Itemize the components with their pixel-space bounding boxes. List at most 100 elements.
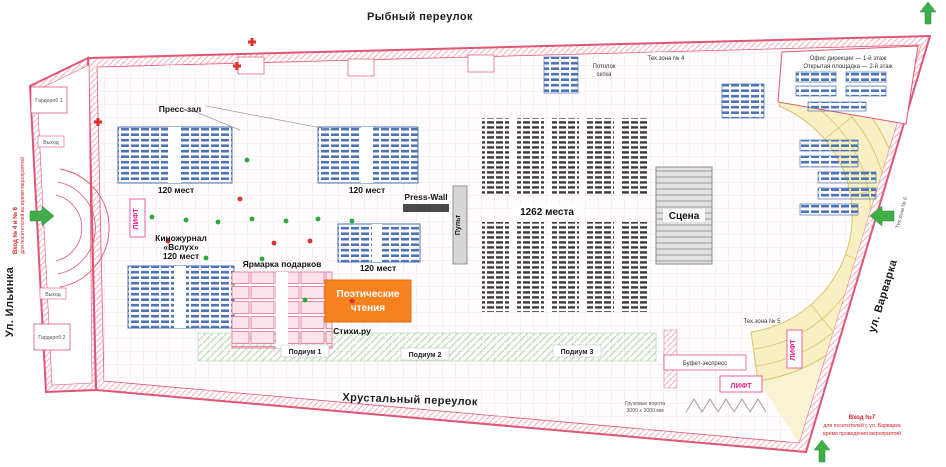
cargo-gate-line-1: Грузовые ворота xyxy=(625,401,666,407)
entrance-left-line-1: Вход № 4 и № 6 xyxy=(12,206,19,254)
balcony-table xyxy=(817,171,877,184)
office-label-1: Офис дирекции — 1-й этаж xyxy=(810,55,887,62)
marker-dot-green xyxy=(149,214,155,220)
marker-dot-red xyxy=(349,298,355,304)
lift-box-bottom xyxy=(719,375,763,393)
tech-zone-5-label: Тех.зона № 5 xyxy=(744,318,782,325)
rotunda-arc xyxy=(55,194,83,262)
press-block-2-aisle xyxy=(361,127,373,183)
entrance-left-line-2: для посетителей во время мероприятий xyxy=(19,157,26,254)
poetry-zone xyxy=(324,279,412,323)
seat-block xyxy=(517,118,544,194)
ceiling-label-2: сетка xyxy=(597,72,613,78)
stage-label: Сцена xyxy=(669,211,700,222)
marker-dot-green xyxy=(244,157,250,163)
ramp-zigzag xyxy=(685,398,767,413)
entrance-arrow-bottom-right-icon xyxy=(813,439,831,463)
seats120-label-2: 120 мест xyxy=(349,185,385,195)
office-table xyxy=(845,71,887,83)
cinema-seats-label: 120 мест xyxy=(163,251,199,261)
seat-block xyxy=(622,222,649,312)
lift-label-left: ЛИФТ xyxy=(131,208,140,230)
marker-dot-green xyxy=(283,218,289,224)
podium-3-label: Подиум 3 xyxy=(561,349,594,356)
entrance-right-line-2: для посетителей с ул. Варварка xyxy=(823,422,900,429)
stihi-label: Стихи.ру xyxy=(333,326,371,336)
balcony-table xyxy=(799,139,859,152)
podium-3-chip xyxy=(552,344,602,358)
exit-label-2: Выход xyxy=(45,292,61,298)
marker-dot-green xyxy=(349,218,355,224)
medical-cross-icon xyxy=(248,38,256,46)
entrance-rotunda xyxy=(55,168,110,288)
press-wall-structure xyxy=(403,204,449,212)
lift-label-bottom: ЛИФТ xyxy=(730,381,752,390)
seat-block xyxy=(552,118,579,194)
podium-2-chip xyxy=(400,347,450,361)
seat-block xyxy=(587,118,614,194)
main-seats-label: 1262 места xyxy=(520,207,574,218)
exit-box-2 xyxy=(39,287,67,300)
marker-dot-green xyxy=(259,256,265,262)
press-hall-leader xyxy=(195,111,241,131)
exit-box-1 xyxy=(37,135,65,148)
entrance-arrow-top-right-icon xyxy=(919,1,937,25)
fair-aisle xyxy=(276,272,288,348)
balcony-table xyxy=(799,155,859,168)
press-hall-leader xyxy=(205,105,333,131)
stage-label-chip xyxy=(663,209,705,222)
marker-dot-green xyxy=(215,219,221,225)
street-top: Рыбный переулок xyxy=(367,11,473,23)
marker-dot-red xyxy=(307,238,313,244)
seat-block xyxy=(482,222,509,312)
seat-block xyxy=(622,118,649,194)
entrance-right-line-3: время проведения мероприятий xyxy=(823,430,901,437)
wardrobe-1-box xyxy=(30,86,68,114)
ceiling-label-1: Потолок xyxy=(593,64,616,70)
lift-box-left xyxy=(129,198,146,238)
street-right: ул. Варварка xyxy=(866,258,900,334)
office-table xyxy=(807,101,867,112)
seat-block xyxy=(587,222,614,312)
street-bottom: Хрустальный переулок xyxy=(342,392,478,409)
office-annex xyxy=(777,45,919,125)
tech-room xyxy=(237,56,265,75)
marker-dot-green xyxy=(302,297,308,303)
seat-block xyxy=(482,118,509,194)
entrance-right-line-1: Вход №7 xyxy=(849,414,876,421)
lift-box-right xyxy=(786,329,803,369)
marker-dot-green xyxy=(183,217,189,223)
exit-label-1: Выход xyxy=(43,140,59,146)
rotunda-arc xyxy=(57,181,96,275)
tech-zone-6-label: Тех.зона № 6 xyxy=(895,196,909,229)
street-left: Ул. Ильинка xyxy=(4,266,16,337)
main-seating xyxy=(482,118,649,312)
buffet-label: Буфет-экспресс xyxy=(683,361,727,367)
medical-cross-icon xyxy=(94,118,102,126)
cinema-block-aisle xyxy=(174,266,186,328)
office-table xyxy=(795,85,837,97)
podium-2-label: Подиум 2 xyxy=(409,352,442,359)
entrance-arrow-right-icon xyxy=(869,205,895,227)
entrance-left-text: Вход № 4 и № 6 для посетителей во время … xyxy=(12,157,26,254)
office-table xyxy=(845,85,887,97)
marker-dot-green xyxy=(249,216,255,222)
podium-1-label: Подиум 1 xyxy=(289,349,322,356)
press-seating xyxy=(117,126,421,329)
wardrobe-2-box xyxy=(33,323,71,351)
marker-dot-green xyxy=(203,255,209,261)
poetry-label-2: чтения xyxy=(351,303,385,314)
balcony-table xyxy=(799,203,859,216)
press-block-1-aisle xyxy=(168,127,181,183)
entrance-arrow-left-icon xyxy=(29,205,55,227)
console-label: Пульт xyxy=(455,214,462,235)
seats120-label-3: 120 мест xyxy=(360,263,396,273)
seats120-label-1: 120 мест xyxy=(158,185,194,195)
tech-zone4-tables xyxy=(721,83,765,119)
tech-room xyxy=(467,54,495,73)
seats-label-chip xyxy=(511,205,583,219)
seat-block xyxy=(552,222,579,312)
floor-markers xyxy=(149,157,355,304)
press-hall-label: Пресс-зал xyxy=(159,104,201,114)
